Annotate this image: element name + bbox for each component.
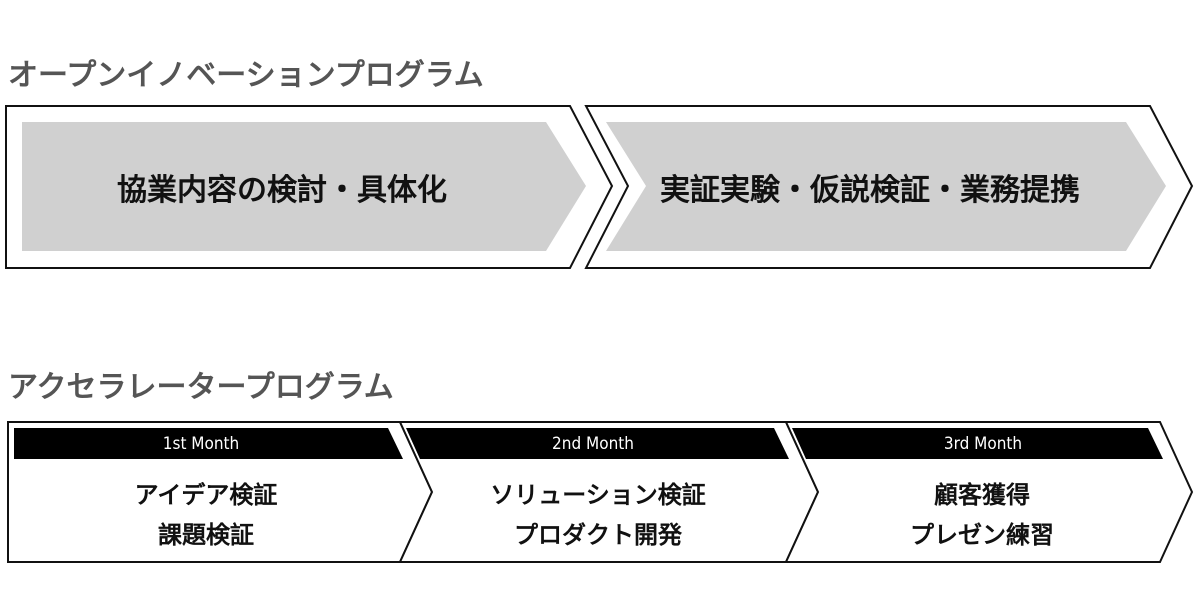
accel-stage-3-task: 顧客獲得 bbox=[934, 481, 1030, 509]
month-2-label: 2nd Month bbox=[552, 434, 634, 454]
accel-stage-1-task: 課題検証 bbox=[158, 521, 254, 549]
month-3-banner bbox=[792, 428, 1163, 459]
open-stage-1-fill bbox=[22, 122, 586, 251]
accel-stage-2-task: プロダクト開発 bbox=[514, 521, 682, 549]
accel-stage-1 bbox=[7, 421, 434, 563]
open-stage-2-label: 実証実験・仮説検証・業務提携 bbox=[660, 173, 1080, 208]
open-stage-1 bbox=[5, 105, 614, 269]
month-1-label: 1st Month bbox=[162, 434, 240, 454]
accel-stage-2 bbox=[398, 421, 820, 563]
open-innovation-title: オープンイノベーションプログラム bbox=[8, 58, 484, 93]
accelerator-title: アクセラレータープログラム bbox=[8, 370, 394, 405]
open-stage-2-fill bbox=[606, 122, 1166, 251]
open-stage-1-label: 協業内容の検討・具体化 bbox=[117, 173, 447, 208]
accel-stage-2-task: ソリューション検証 bbox=[490, 481, 706, 509]
month-2-banner bbox=[406, 428, 789, 459]
accel-stage-1-task: アイデア検証 bbox=[134, 481, 278, 509]
month-1-banner bbox=[14, 428, 403, 459]
month-3-label: 3rd Month bbox=[943, 434, 1023, 454]
open-stage-2 bbox=[584, 105, 1194, 269]
accel-stage-3-task: プレゼン練習 bbox=[910, 521, 1054, 549]
accel-stage-3 bbox=[784, 421, 1194, 563]
